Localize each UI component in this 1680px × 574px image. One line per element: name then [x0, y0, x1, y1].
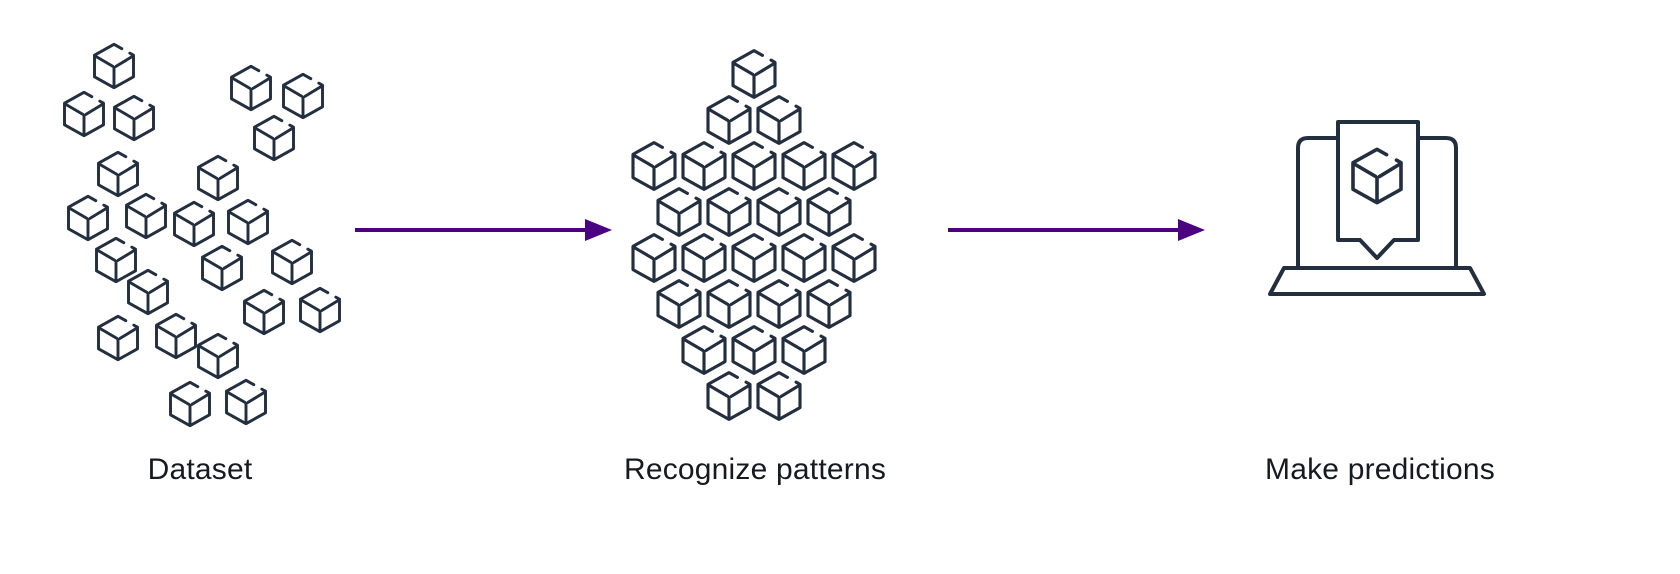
cube-icon: [97, 150, 139, 198]
cube-icon: [243, 288, 285, 336]
cube-icon: [631, 141, 677, 191]
cube-icon: [831, 141, 877, 191]
cube-icon: [656, 187, 702, 237]
cube-icon: [706, 187, 752, 237]
step-label-dataset: Dataset: [147, 453, 253, 486]
cube-icon: [169, 380, 211, 428]
cube-icon: [656, 279, 702, 329]
cube-icon: [681, 233, 727, 283]
cube-icon: [197, 154, 239, 202]
cube-icon: [756, 187, 802, 237]
cube-icon: [113, 94, 155, 142]
scattered-cubes-icon: [63, 42, 341, 428]
cube-icon: [125, 192, 167, 240]
cube-icon: [706, 95, 752, 145]
cube-icon: [731, 233, 777, 283]
cube-icon: [225, 378, 267, 426]
cube-icon: [731, 49, 777, 99]
cube-icon: [731, 141, 777, 191]
cube-icon: [631, 233, 677, 283]
cube-icon: [282, 72, 324, 120]
cube-icon: [781, 233, 827, 283]
cube-icon: [706, 279, 752, 329]
cube-icon: [201, 244, 243, 292]
cube-icon: [781, 141, 827, 191]
cube-icon: [253, 114, 295, 162]
cube-icon: [756, 279, 802, 329]
cube-icon: [756, 95, 802, 145]
cube-icon: [197, 332, 239, 380]
cube-icon: [67, 194, 109, 242]
pattern-cubes-icon: [631, 49, 877, 421]
cube-icon: [173, 200, 215, 248]
cube-icon: [706, 371, 752, 421]
cube-icon: [781, 325, 827, 375]
arrow-dataset-to-patterns: [355, 219, 612, 241]
cube-icon: [93, 42, 135, 90]
cube-icon: [299, 286, 341, 334]
cube-icon: [756, 371, 802, 421]
cube-icon: [831, 233, 877, 283]
step-label-make-predictions: Make predictions: [1265, 453, 1495, 486]
cube-icon: [230, 64, 272, 112]
cube-icon: [271, 238, 313, 286]
cube-icon: [63, 90, 105, 138]
cube-icon: [731, 325, 777, 375]
cube-icon: [155, 312, 197, 360]
cube-icon: [681, 325, 727, 375]
laptop-base: [1268, 266, 1486, 296]
laptop-cube-icon: [1268, 120, 1486, 296]
step-label-recognize-patterns: Recognize patterns: [623, 453, 887, 486]
cube-icon: [227, 198, 269, 246]
cube-icon: [806, 279, 852, 329]
cube-icon: [806, 187, 852, 237]
cube-icon: [127, 268, 169, 316]
cube-icon: [681, 141, 727, 191]
cube-icon: [95, 236, 137, 284]
arrow-patterns-to-predictions: [948, 219, 1205, 241]
cube-icon: [97, 314, 139, 362]
